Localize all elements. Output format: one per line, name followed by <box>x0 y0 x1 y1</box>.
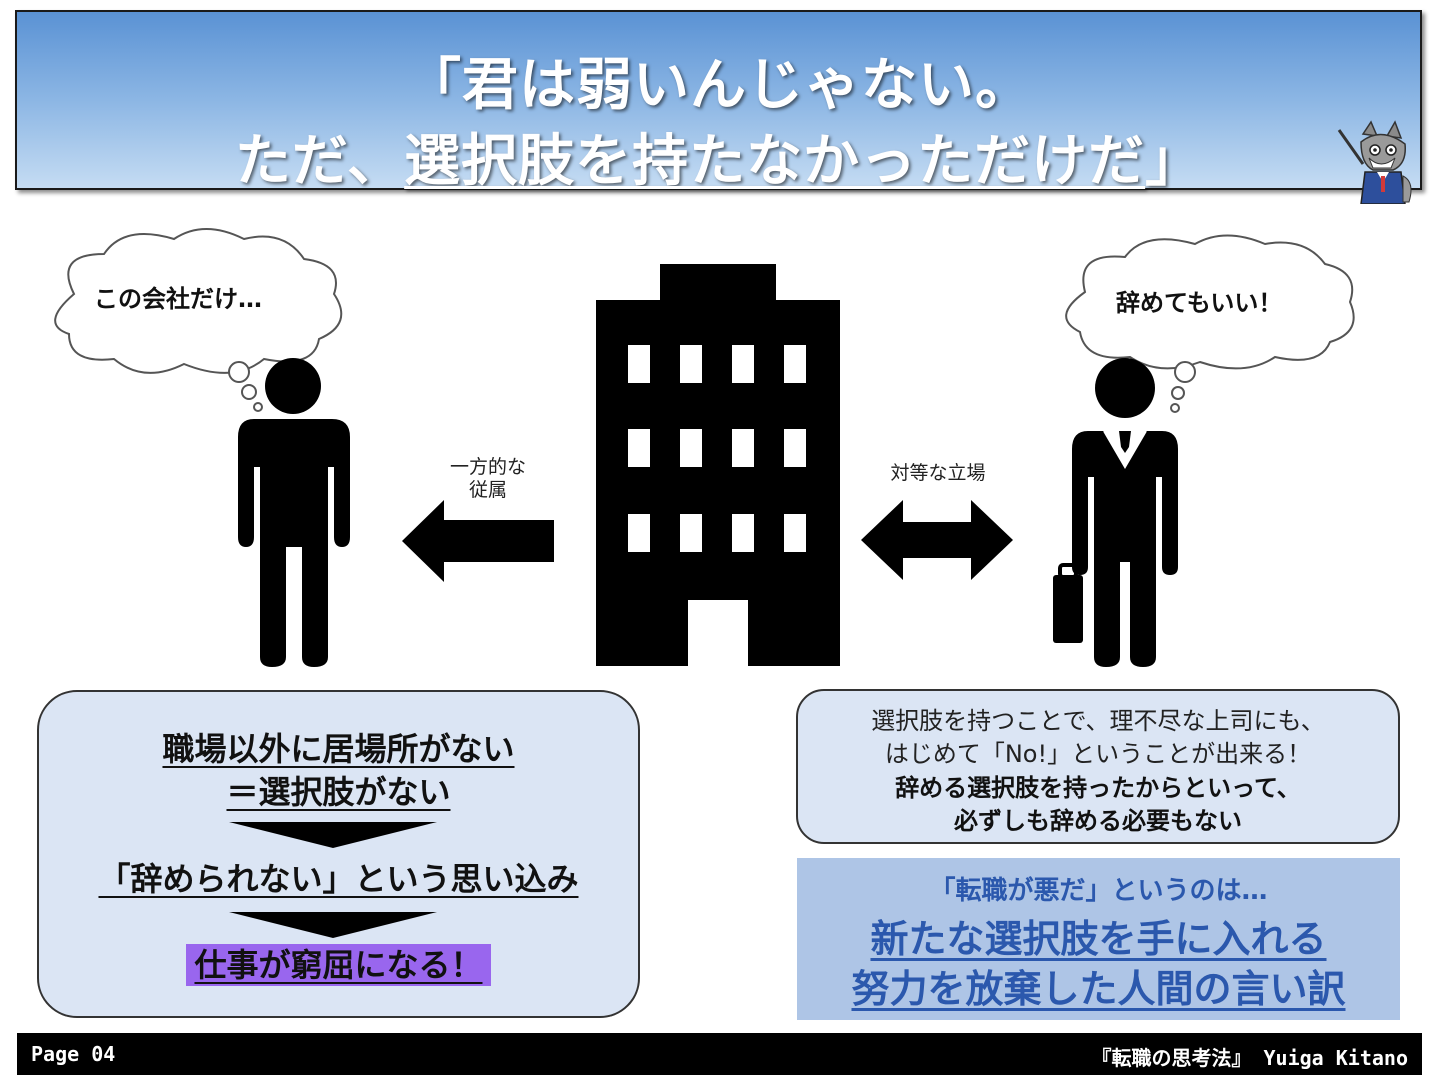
one-way-label-line-1: 一方的な <box>449 456 526 478</box>
page-number: Page 04 <box>31 1042 116 1066</box>
double-arrow-icon <box>861 500 1013 580</box>
conclusion-line-2: 新たな選択肢を手に入れる <box>870 917 1327 961</box>
businessman-icon-right <box>1053 358 1178 667</box>
right-box-line-3: 辞める選択肢を持ったからといって、 <box>895 774 1301 802</box>
left-box-line-1: 職場以外に居場所がない <box>162 730 515 768</box>
footer-credit: 『転職の思考法』 Yuiga Kitano <box>1091 1046 1408 1070</box>
down-arrow-icon <box>229 912 437 938</box>
right-box-line-1: 選択肢を持つことで、理不尽な上司にも、 <box>871 707 1325 735</box>
title-line-1: 「君は弱いんじゃない。 <box>405 53 1032 118</box>
conclusion-line-3: 努力を放棄した人間の言い訳 <box>851 967 1346 1011</box>
one-way-label: 一方的な 従属 <box>428 456 548 502</box>
title-banner: 「君は弱いんじゃない。 ただ、選択肢を持たなかっただけだ」 <box>15 10 1422 204</box>
title-line-2: ただ、選択肢を持たなかっただけだ」 <box>17 116 1420 197</box>
thought-bubble-left <box>54 228 343 412</box>
left-box-line-2: ＝選択肢がない <box>226 773 451 811</box>
office-building-icon <box>596 264 840 666</box>
left-box-line-3: 「辞められない」という思い込み <box>98 860 579 898</box>
wolf-mascot-icon <box>1337 120 1412 204</box>
right-box-line-2: はじめて「No!」ということが出来る！ <box>884 740 1312 768</box>
right-explanation-box: 選択肢を持つことで、理不尽な上司にも、 はじめて「No!」ということが出来る！ … <box>796 689 1400 844</box>
left-summary-box: 職場以外に居場所がない ＝選択肢がない 「辞められない」という思い込み 仕事が窮… <box>37 690 640 1018</box>
thought-bubble-right <box>1065 234 1355 413</box>
title-line-2-suffix: 」 <box>1145 129 1203 194</box>
right-box-line-4: 必ずしも辞める必要もない <box>954 807 1242 835</box>
down-arrow-icon <box>229 822 437 848</box>
one-way-label-line-2: 従属 <box>468 478 507 501</box>
one-way-arrow-icon <box>402 500 554 582</box>
title-line-2-prefix: ただ、 <box>234 129 405 194</box>
person-icon-left <box>238 358 350 667</box>
equal-standing-label: 対等な立場 <box>890 462 986 484</box>
left-person-thought: この会社だけ… <box>94 285 262 313</box>
conclusion-box: 「転職が悪だ」というのは… 新たな選択肢を手に入れる 努力を放棄した人間の言い訳 <box>797 858 1400 1020</box>
conclusion-line-1: 「転職が悪だ」というのは… <box>929 876 1268 906</box>
left-box-line-4: 仕事が窮屈になる！ <box>39 940 638 986</box>
right-person-thought: 辞めてもいい！ <box>1116 289 1283 317</box>
footer-bar: Page 04 『転職の思考法』 Yuiga Kitano <box>17 1033 1422 1075</box>
title-line-2-underlined: 選択肢を持たなかっただけだ <box>404 129 1146 194</box>
